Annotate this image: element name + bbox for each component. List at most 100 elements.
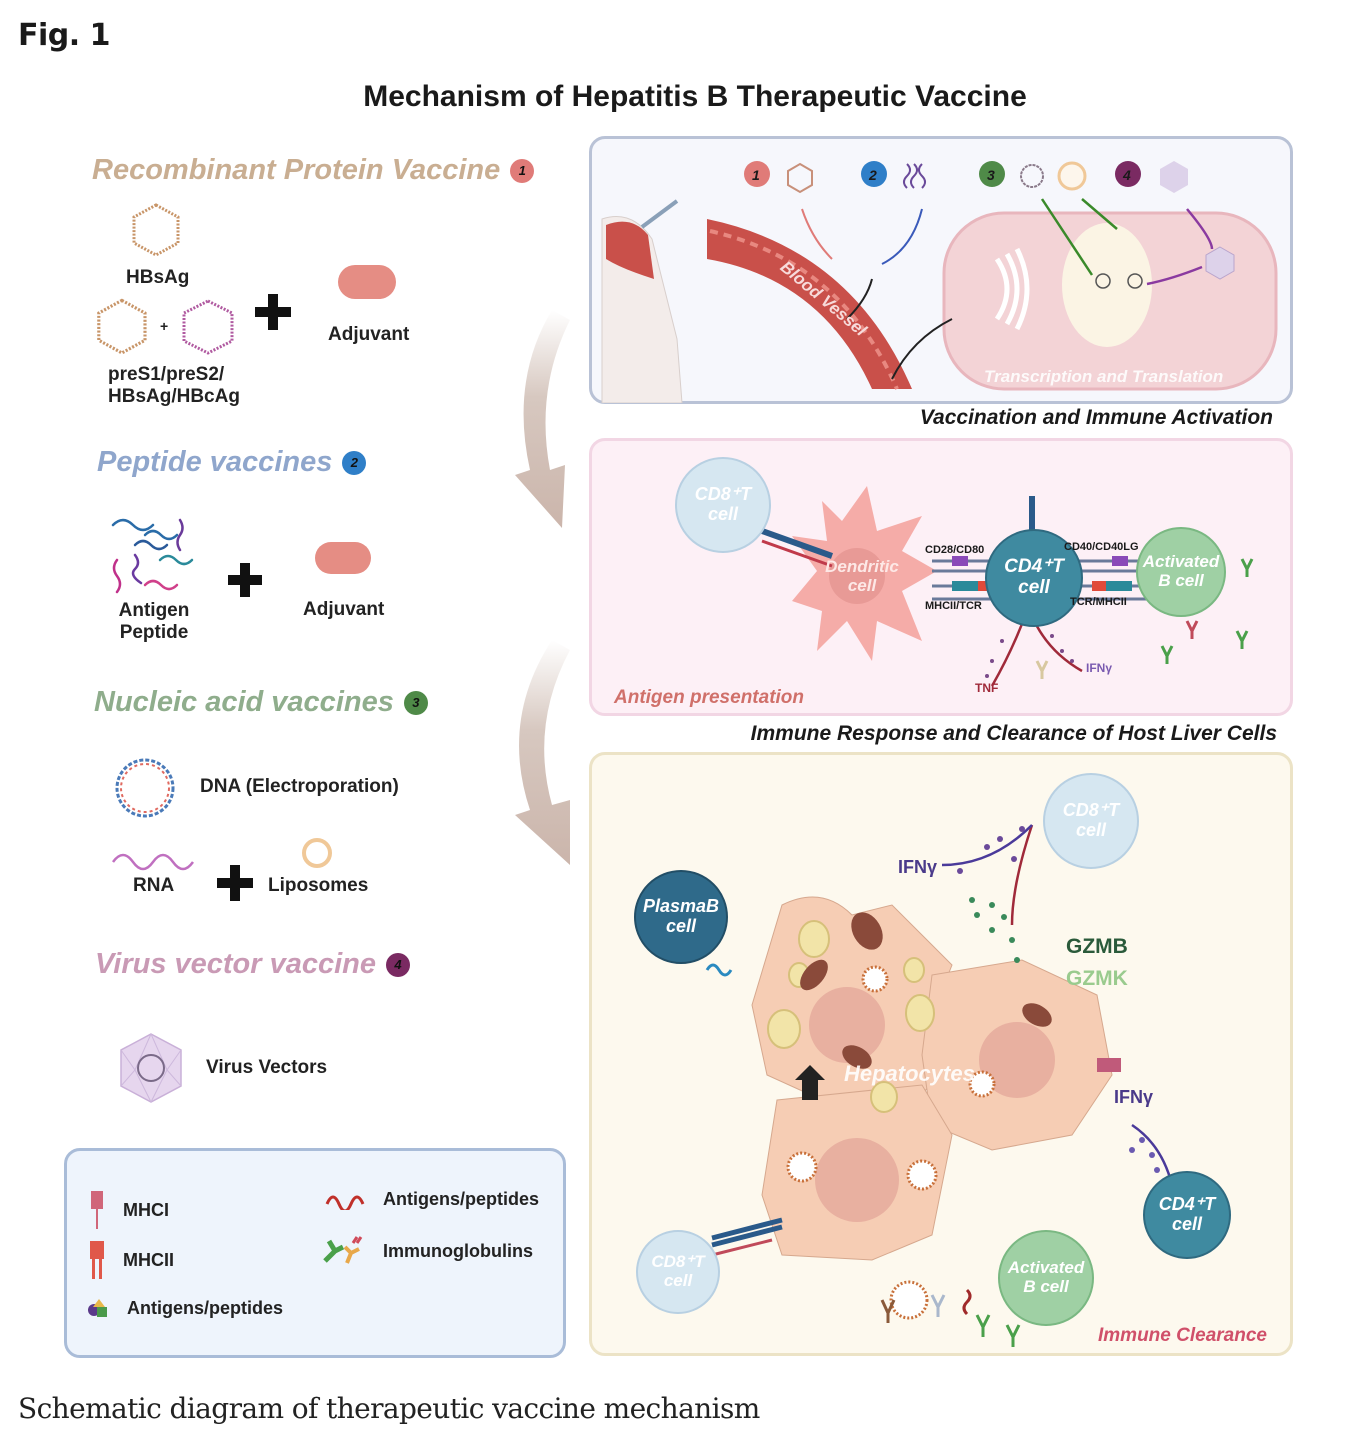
virus-vector-icon [120, 1033, 182, 1103]
immunoglobulin-icon [323, 1236, 363, 1264]
badge-number-3: 3 [987, 167, 995, 183]
antibody-icon [1240, 558, 1254, 577]
peptide-icon [903, 163, 926, 189]
mhc-receptor-icon [1097, 1058, 1121, 1072]
number-badge-3 [979, 161, 1005, 187]
flow-arrow-icon [515, 310, 570, 528]
antigen-presentation-label: Antigen presentation [614, 687, 805, 708]
cytokine-label-gzmb: GZMB [1066, 935, 1128, 958]
category-title-virus-vector: Virus vector vaccine 4 [95, 948, 411, 981]
legend-box: MHCI MHCII Antigens/peptides Antigens/pe… [64, 1148, 566, 1358]
recombinant-protein-illustration: + [97, 203, 396, 355]
immune-clearance-label: Immune Clearance [1098, 1325, 1267, 1346]
flow-arrows [515, 310, 570, 865]
legend-item-antigen-shapes: Antigens/peptides [87, 1297, 283, 1319]
dendritic-cell-label: Dendritic cell [825, 557, 899, 595]
category-title-recombinant: Recombinant Protein Vaccine 1 [92, 154, 535, 187]
cytokine-label-ifng-top: IFNγ [898, 857, 938, 877]
plus-icon [217, 865, 253, 901]
activated-b-cell: Activated B cell [998, 1230, 1094, 1326]
up-arrow-icon [795, 1065, 825, 1100]
legend-item-mhcii: MHCII [89, 1239, 174, 1281]
legend-item-mhci: MHCI [89, 1189, 169, 1231]
blood-vessel-icon [707, 219, 912, 389]
vaccination-illustration [601, 161, 1278, 403]
adjuvant-pill-icon [315, 542, 371, 574]
liposome-icon [302, 838, 332, 868]
peptide-illustration [111, 518, 371, 597]
interaction-label-cd28: CD28/CD80 [925, 544, 985, 556]
adjuvant-pill-icon [338, 265, 396, 299]
cytokine-label-ifng-bottom: IFNγ [1114, 1087, 1154, 1107]
mhcii-icon [90, 1241, 104, 1279]
hepatocytes-label: Hepatocytes [844, 1061, 975, 1086]
figure-label: Fig. 1 [18, 18, 110, 53]
rna-strand-icon [111, 853, 195, 871]
legend-item-immunoglobulins: Immunoglobulins [321, 1233, 533, 1269]
nucleus-icon [1062, 223, 1152, 347]
component-label-rna: RNA [133, 875, 175, 896]
number-badge-1 [744, 161, 770, 187]
legend-item-antigen-wave: Antigens/peptides [325, 1189, 539, 1210]
antigen-shapes-icon [88, 1299, 107, 1317]
virus-vector-small-icon [1160, 161, 1188, 193]
antibody-icon [1035, 660, 1049, 679]
number-badge: 1 [510, 158, 535, 183]
cd4-t-cell: CD4⁺T cell [985, 529, 1083, 627]
cd8-t-cell-bottom: CD8⁺T cell [636, 1230, 720, 1314]
badge-number-4: 4 [1123, 167, 1131, 183]
interaction-label-mhcii-tcr: MHCII/TCR [925, 600, 982, 612]
hbcag-hexagon-icon [182, 299, 234, 355]
hbsag-hexagon-icon [97, 298, 147, 355]
category-title-nucleic-acid: Nucleic acid vaccines 3 [94, 686, 428, 719]
number-badge-2 [861, 161, 887, 187]
deltoid-muscle-icon [606, 221, 654, 279]
figure-title: Mechanism of Hepatitis B Therapeutic Vac… [363, 80, 1027, 113]
number-badge-4 [1115, 161, 1141, 187]
badge-number-1: 1 [752, 167, 760, 183]
antibody-icon [1005, 1324, 1021, 1347]
figure-caption: Schematic diagram of therapeutic vaccine… [18, 1392, 760, 1425]
flow-arrow-icon [515, 640, 570, 865]
component-label-dna: DNA (Electroporation) [200, 776, 399, 797]
component-label-adjuvant: Adjuvant [328, 324, 410, 345]
golgi-icon [994, 247, 1030, 331]
cd4-t-cell: CD4⁺T cell [1143, 1171, 1231, 1259]
plus-icon [228, 563, 262, 597]
liposome-icon [1057, 161, 1087, 191]
component-label-hbsag: HBsAg [126, 267, 190, 288]
hbsag-icon [787, 162, 813, 194]
category-title-text: Recombinant Protein Vaccine [92, 154, 501, 186]
panel-immune-clearance: CD8⁺T cell PlasmaB cell CD4⁺T cell CD8⁺T… [589, 752, 1293, 1356]
component-label-antigen-peptide: Antigen Peptide [118, 600, 190, 643]
category-title-text: Nucleic acid vaccines [94, 686, 394, 718]
transcription-label: Transcription and Translation [984, 367, 1224, 386]
interaction-label-cd40: CD40/CD40LG [1064, 541, 1139, 553]
number-badge: 3 [403, 690, 428, 715]
plus-small-icon: + [160, 318, 168, 334]
cytokine-label-gzmk: GZMK [1066, 967, 1128, 990]
cd8-t-cell: CD8⁺T cell [675, 457, 771, 553]
immune-clearance-illustration [705, 824, 1174, 1347]
antibody-icon [1160, 645, 1174, 664]
cytokine-label-ifng: IFNγ [1086, 661, 1113, 675]
antigen-wave-icon [962, 1288, 972, 1316]
antibody-icon [1185, 620, 1199, 639]
plus-icon [255, 294, 291, 330]
antibody-icon [1235, 630, 1249, 649]
antibody-icon [975, 1314, 991, 1337]
hbsag-hexagon-icon [132, 203, 180, 257]
dna-plasmid-icon [115, 758, 175, 818]
antigen-peptide-icon [111, 518, 194, 594]
badge-number-2: 2 [869, 167, 877, 183]
antibody-icon [880, 1299, 896, 1323]
number-badge: 4 [386, 952, 411, 977]
antigen-wave-icon [705, 963, 733, 977]
antibody-icon [930, 1294, 946, 1317]
antigen-wave-icon [325, 1195, 365, 1210]
panel-title-immune-response: Immune Response and Clearance of Host Li… [750, 722, 1277, 745]
syringe-icon [640, 199, 679, 229]
panel-title-vaccination: Vaccination and Immune Activation [919, 406, 1273, 429]
interaction-label-tcr-mhcii: TCR/MHCII [1070, 596, 1127, 608]
cd8-t-cell-top: CD8⁺T cell [1043, 773, 1139, 869]
